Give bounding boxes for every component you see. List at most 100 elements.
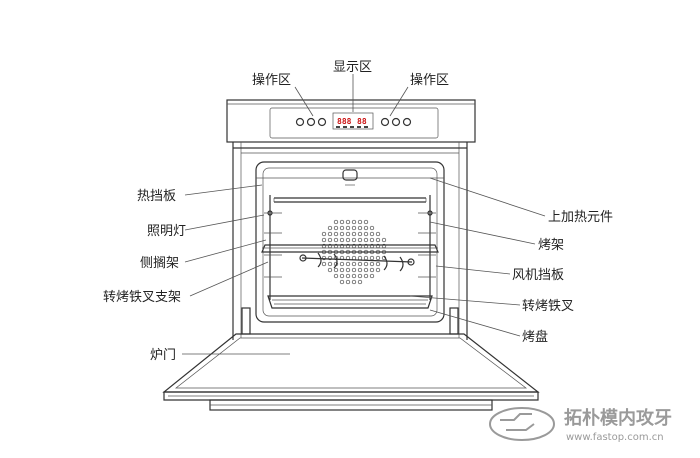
control-knobs-right xyxy=(380,117,412,127)
fan-grille-hole xyxy=(363,273,369,279)
control-panel xyxy=(226,99,476,143)
label-control-right: 操作区 xyxy=(410,72,449,88)
fan-grille-hole xyxy=(321,243,327,249)
fan-grille-hole xyxy=(351,273,357,279)
fan-grille-hole xyxy=(357,237,363,243)
fan-grille-hole xyxy=(363,237,369,243)
label-lamp: 照明灯 xyxy=(147,224,186,239)
label-side-rack: 侧搁架 xyxy=(140,256,179,271)
fan-grille-hole xyxy=(357,279,363,285)
top-heater-element xyxy=(273,197,427,203)
fan-grille-hole xyxy=(351,261,357,267)
oven-lamp xyxy=(342,169,358,181)
display-readout-left: 888 xyxy=(337,117,352,126)
fan-grille-hole xyxy=(321,261,327,267)
oven-frame xyxy=(232,142,468,340)
label-door: 炉门 xyxy=(150,348,176,363)
display-window: 888 88 xyxy=(332,112,374,130)
fan-grille-hole xyxy=(381,237,387,243)
fan-grille-hole xyxy=(381,249,387,255)
fan-grille-hole xyxy=(345,231,351,237)
fan-grille-hole xyxy=(375,243,381,249)
fan-grille-hole xyxy=(327,231,333,237)
fan-grille-hole xyxy=(363,231,369,237)
label-fan-cover: 风机挡板 xyxy=(512,268,564,283)
fan-grille-hole xyxy=(327,261,333,267)
fan-grille-hole xyxy=(339,231,345,237)
fan-grille-hole xyxy=(339,267,345,273)
fan-grille-hole xyxy=(321,255,327,261)
oven-body: 888 88 xyxy=(162,99,540,411)
fan-grille-hole xyxy=(345,225,351,231)
fan-grille-hole xyxy=(327,249,333,255)
fan-grille-hole xyxy=(327,243,333,249)
fan-grille-hole xyxy=(375,267,381,273)
fan-grille-hole xyxy=(333,249,339,255)
fan-grille-hole xyxy=(375,231,381,237)
fan-grille-hole xyxy=(345,261,351,267)
fan-grille-hole xyxy=(363,267,369,273)
fan-grille-hole xyxy=(351,231,357,237)
fan-grille-hole xyxy=(327,225,333,231)
fan-grille-hole xyxy=(333,267,339,273)
fan-grille-hole xyxy=(369,225,375,231)
fan-grille-hole xyxy=(357,225,363,231)
fan-grille-hole xyxy=(375,255,381,261)
control-panel-face xyxy=(269,107,439,139)
fan-grille-hole xyxy=(321,231,327,237)
fan-grille-hole xyxy=(345,243,351,249)
fan-grille-hole xyxy=(339,237,345,243)
fan-grille-hole xyxy=(345,249,351,255)
fan-grille-hole xyxy=(339,225,345,231)
label-control-left: 操作区 xyxy=(252,72,291,88)
fan-grille-hole xyxy=(351,237,357,243)
label-spit: 转烤铁叉 xyxy=(522,299,574,314)
label-spit-support: 转烤铁叉支架 xyxy=(103,290,181,305)
fan-grille-hole xyxy=(339,219,345,225)
fan-grille-hole xyxy=(363,243,369,249)
fan-grille-hole xyxy=(357,231,363,237)
fan-grille-hole xyxy=(363,249,369,255)
label-tray: 烤盘 xyxy=(522,329,548,345)
fan-grille-hole xyxy=(327,237,333,243)
fan-grille-hole xyxy=(351,243,357,249)
fan-grille-hole xyxy=(369,255,375,261)
fan-grille-hole xyxy=(345,267,351,273)
hinge-left xyxy=(241,307,251,335)
fan-grille-hole xyxy=(357,249,363,255)
fan-grille-hole xyxy=(345,237,351,243)
watermark-name: 拓朴模内攻牙 xyxy=(564,407,672,429)
label-display: 显示区 xyxy=(333,60,372,75)
label-rack: 烤架 xyxy=(538,238,564,253)
fan-grille-hole xyxy=(357,261,363,267)
fan-grille-hole xyxy=(381,243,387,249)
fan-grille-hole xyxy=(333,219,339,225)
callout-labels: 操作区 显示区 操作区 热挡板 照明灯 侧搁架 转烤铁叉支架 炉门 上加热元件 … xyxy=(103,60,613,363)
fan-grille-hole xyxy=(369,267,375,273)
fan-grille-hole xyxy=(369,249,375,255)
label-top-heater: 上加热元件 xyxy=(548,210,613,225)
fan-grille-hole xyxy=(369,231,375,237)
hinge-right xyxy=(449,307,459,335)
fan-grille-hole xyxy=(375,249,381,255)
watermark-logo-icon xyxy=(489,407,555,441)
fan-grille-hole xyxy=(363,255,369,261)
watermark: 拓朴模内攻牙 www.fastop.com.cn xyxy=(489,407,672,443)
fan-grille-hole xyxy=(345,279,351,285)
fan-grille-hole xyxy=(333,231,339,237)
fan-grille-hole xyxy=(363,261,369,267)
fan-cover-grille xyxy=(321,219,387,285)
fan-grille-hole xyxy=(369,243,375,249)
rotisserie-spit xyxy=(299,252,415,272)
leader-lines xyxy=(182,74,546,355)
fan-grille-hole xyxy=(339,249,345,255)
fan-grille-hole xyxy=(375,237,381,243)
fan-grille-hole xyxy=(363,225,369,231)
fan-grille-hole xyxy=(351,225,357,231)
fan-grille-hole xyxy=(357,267,363,273)
fan-grille-hole xyxy=(327,255,333,261)
oven-door xyxy=(162,333,540,411)
fan-grille-hole xyxy=(339,279,345,285)
fan-grille-hole xyxy=(333,237,339,243)
